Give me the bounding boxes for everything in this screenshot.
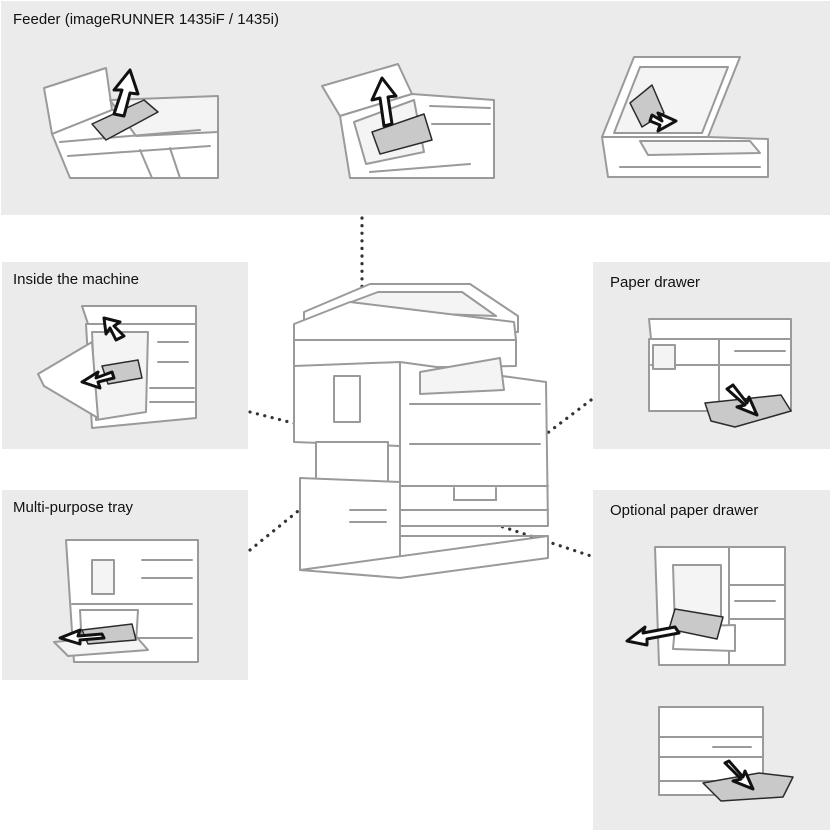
pull-arrow-icon [370,76,398,128]
multipurpose-tray-illustration [53,539,199,663]
optional-drawer-lower-illustration [658,706,794,802]
optional-drawer-illustration [625,546,786,666]
pull-arrow-icon [80,370,116,390]
machine-illustration [293,283,549,579]
pull-arrow-icon [112,68,140,118]
inside-machine-label: Inside the machine [13,271,139,288]
feeder-label: Feeder (imageRUNNER 1435iF / 1435i) [13,11,279,28]
pull-arrow-icon [648,111,678,133]
jammed-paper-icon [668,608,724,640]
inside-machine-illustration [37,305,197,429]
glass-illustration [601,56,769,178]
pull-arrow-icon [725,383,759,417]
pull-arrow-icon [723,759,755,791]
jammed-paper-icon [371,113,433,155]
feeder-open-illustration [43,67,219,179]
pull-arrow-icon [58,628,106,646]
paper-drawer-label: Paper drawer [610,274,701,291]
pull-arrow-icon [625,625,681,647]
multipurpose-tray-label: Multi-purpose tray [13,499,134,516]
optional-paper-drawer-label: Optional paper drawer [610,502,759,519]
feeder-cover-illustration [321,63,495,179]
paper-drawer-illustration [648,318,792,428]
pull-arrow-icon [102,316,126,342]
leader-multipurpose [248,471,347,552]
